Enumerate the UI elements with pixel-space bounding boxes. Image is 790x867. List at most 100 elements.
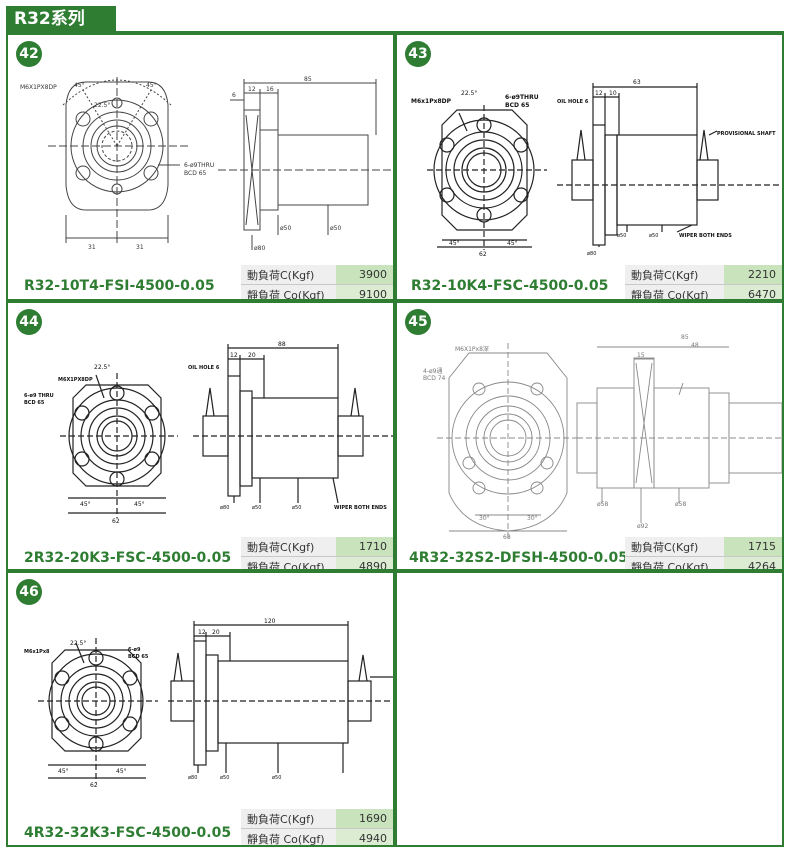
model-number: R32-10K4-FSC-4500-0.05 (411, 278, 609, 294)
bcd-label: BCD 65 (24, 400, 45, 406)
oil-hole-label: OIL HOLE 6 (557, 99, 589, 105)
dynamic-load-label: 動負荷C(Kgf) (625, 265, 724, 285)
panel-43: 43 (395, 33, 784, 301)
dynamic-load-value: 1715 (723, 537, 782, 557)
model-number: R32-10T4-FSI-4500-0.05 (24, 278, 215, 294)
diameter-dimension: ø80 (220, 505, 229, 511)
width-dimension: 68 (503, 534, 511, 541)
length-dimension: 12 (248, 86, 256, 93)
angle-label: 45° (74, 82, 85, 89)
bcd-label: BCD 65 (184, 170, 207, 177)
thru-hole-label: 6-ø9THRU (505, 94, 539, 101)
load-spec-table: 動負荷C(Kgf)1690 靜負荷 Co(Kgf)4940 (241, 809, 393, 845)
length-dimension: 48 (691, 342, 699, 349)
diameter-dimension: ø50 (252, 505, 261, 511)
shaft-label: PROVISIONAL SHAFT (717, 131, 776, 137)
diameter-dimension: ø92 (637, 523, 648, 530)
header-divider (6, 31, 784, 33)
dynamic-load-label: 動負荷C(Kgf) (241, 537, 337, 557)
length-dimension: 12 (230, 352, 238, 359)
static-load-label: 靜負荷 Co(Kgf) (241, 828, 337, 845)
angle-label: 45° (507, 240, 518, 247)
model-number: 4R32-32K3-FSC-4500-0.05 (24, 825, 232, 841)
width-dimension: 62 (112, 518, 120, 525)
thread-label: M6X1PX8DP (20, 84, 57, 91)
angle-label: 45° (116, 768, 127, 775)
diameter-dimension: ø50 (272, 775, 281, 781)
static-load-label: 靜負荷 Co(Kgf) (241, 556, 337, 569)
dynamic-load-label: 動負荷C(Kgf) (625, 537, 724, 557)
diameter-dimension: ø80 (587, 251, 596, 257)
panel-44: 44 (6, 301, 395, 571)
load-spec-table: 動負荷C(Kgf)1715 靜負荷 Co(Kgf)4264 (625, 537, 782, 569)
length-dimension: 120 (264, 618, 276, 625)
length-dimension: 63 (633, 79, 641, 86)
length-dimension: 85 (681, 334, 689, 341)
series-title: R32系列 (6, 6, 116, 32)
angle-label: 30° (527, 515, 538, 522)
angle-label: 30° (479, 515, 490, 522)
diameter-dimension: ø58 (597, 501, 608, 508)
angle-label: 45° (134, 501, 145, 508)
technical-drawing-42: M6X1PX8DP 6-ø9THRU BCD 65 45° 45° 22.5° … (20, 76, 393, 252)
panel-46: 46 (6, 571, 395, 847)
static-load-value: 4940 (336, 828, 393, 845)
item-number-badge: 46 (16, 579, 42, 605)
technical-drawing-46: M6x1Px8 6-ø9 BCD 65 22.5° 45° 45° 62 120… (24, 618, 393, 789)
load-spec-table: 動負荷C(Kgf)1710 靜負荷 Co(Kgf)4890 (241, 537, 393, 569)
item-number-badge: 42 (16, 41, 42, 67)
bcd-label: BCD 65 (505, 102, 529, 109)
bcd-label: BCD 74 (423, 375, 446, 382)
angle-label: 22.5° (94, 102, 110, 109)
angle-label: 45° (146, 82, 157, 89)
length-dimension: 20 (212, 629, 220, 636)
length-dimension: 6 (232, 92, 236, 99)
diameter-dimension: ø50 (649, 233, 658, 239)
diameter-dimension: ø50 (292, 505, 301, 511)
wiper-label: WIPER BOTH ENDS (334, 505, 387, 511)
oil-hole-label: OIL HOLE 6 (188, 365, 220, 371)
angle-label: 22.5° (94, 364, 110, 371)
item-number-badge: 45 (405, 309, 431, 335)
thru-hole-label: 6-ø9THRU (184, 162, 214, 169)
thru-hole-label: 6-ø9 THRU (24, 393, 54, 399)
angle-label: 22.5° (461, 90, 477, 97)
technical-drawing-44: M6X1PX8DP 6-ø9 THRU BCD 65 22.5° 45° 45°… (24, 341, 393, 525)
static-load-value: 4890 (336, 556, 393, 569)
static-load-value: 9100 (336, 284, 393, 299)
width-dimension: 31 (88, 244, 96, 251)
angle-label: 22.5° (70, 640, 86, 647)
load-spec-table: 動負荷C(Kgf)2210 靜負荷 Co(Kgf)6470 (625, 265, 782, 299)
dynamic-load-value: 2210 (723, 265, 782, 285)
length-dimension: 20 (248, 352, 256, 359)
angle-label: 45° (449, 240, 460, 247)
item-number-badge: 43 (405, 41, 431, 67)
thread-label: M6x1Px8 (24, 649, 50, 655)
width-dimension: 31 (136, 244, 144, 251)
panel-42: 42 (6, 33, 395, 301)
load-spec-table: 動負荷C(Kgf)3900 靜負荷 Co(Kgf)9100 (241, 265, 393, 299)
dynamic-load-label: 動負荷C(Kgf) (241, 809, 337, 829)
length-dimension: 88 (278, 341, 286, 348)
dynamic-load-value: 1690 (336, 809, 393, 829)
model-number: 2R32-20K3-FSC-4500-0.05 (24, 550, 232, 566)
dynamic-load-value: 3900 (336, 265, 393, 285)
static-load-value: 6470 (723, 284, 782, 299)
thru-hole-label: 6-ø9 (128, 647, 141, 653)
static-load-value: 4264 (723, 556, 782, 569)
technical-drawing-45: M6X1Px8深 4-ø9通 BCD 74 30° 30° 68 85 48 1… (423, 334, 782, 541)
diameter-dimension: ø50 (330, 225, 341, 232)
length-dimension: 12 (595, 90, 603, 97)
width-dimension: 62 (90, 782, 98, 789)
diameter-dimension: ø80 (254, 245, 265, 252)
diameter-dimension: ø50 (220, 775, 229, 781)
panel-empty (395, 571, 784, 847)
technical-drawing-43: M6x1Px8DP 6-ø9THRU BCD 65 22.5° 45° 45° … (411, 79, 782, 258)
diameter-dimension: ø58 (675, 501, 686, 508)
item-number-badge: 44 (16, 309, 42, 335)
bcd-label: BCD 65 (128, 654, 149, 660)
static-load-label: 靜負荷 Co(Kgf) (625, 284, 724, 299)
static-load-label: 靜負荷 Co(Kgf) (625, 556, 724, 569)
thread-label: M6X1PX8DP (58, 377, 93, 383)
thread-label: M6x1Px8DP (411, 98, 452, 105)
